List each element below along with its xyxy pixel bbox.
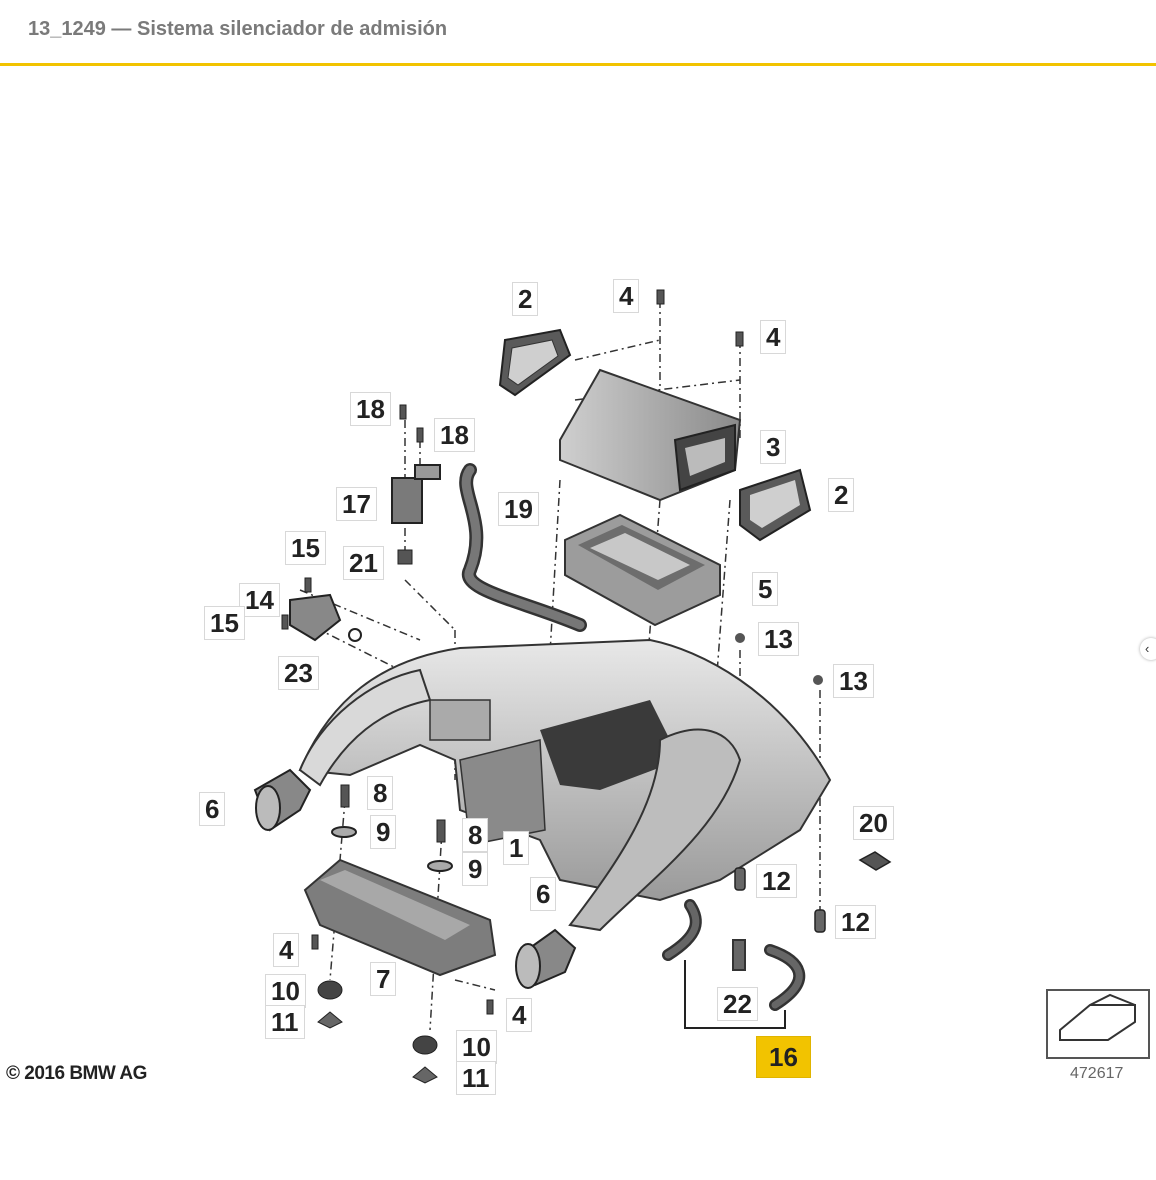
callout-label-7: 7	[370, 962, 397, 996]
callout-label-16: 16	[756, 1036, 811, 1078]
callout-label-8: 8	[462, 818, 489, 852]
callout-label-3: 3	[760, 430, 787, 464]
callout-label-4: 4	[613, 279, 640, 313]
callout-label-15: 15	[204, 606, 245, 640]
part-16-group-bracket	[684, 960, 786, 1029]
callout-label-13: 13	[833, 664, 874, 698]
callout-label-15: 15	[285, 531, 326, 565]
part-6-right-trumpet	[515, 928, 577, 989]
part-10-rubber-mounts	[317, 980, 438, 1055]
page-title: 13_1249 — Sistema silenciador de admisió…	[28, 18, 448, 40]
callout-label-22: 22	[717, 987, 758, 1021]
callout-label-1: 1	[503, 831, 530, 865]
callout-label-4: 4	[506, 998, 533, 1032]
callout-label-4: 4	[273, 933, 300, 967]
part-2-top-seal	[498, 328, 572, 397]
callout-label-4: 4	[760, 320, 787, 354]
part-6-left-trumpet	[253, 768, 312, 832]
callout-label-9: 9	[462, 852, 489, 886]
callout-label-8: 8	[367, 776, 394, 810]
callout-label-12: 12	[756, 864, 797, 898]
part-5-filter	[564, 513, 721, 627]
callout-label-12: 12	[835, 905, 876, 939]
callout-label-13: 13	[758, 622, 799, 656]
callout-label-20: 20	[853, 806, 894, 840]
part-21-grommet	[397, 549, 413, 565]
part-17-valve	[391, 464, 441, 524]
image-number: 472617	[1070, 1065, 1124, 1082]
part-11-nuts	[317, 1011, 438, 1084]
callout-label-21: 21	[343, 546, 384, 580]
part-20-clip	[858, 851, 892, 871]
part-8-bolts	[340, 784, 446, 843]
callout-label-19: 19	[498, 492, 539, 526]
part-16-hose-kit	[662, 899, 806, 1011]
part-13-grommets	[735, 633, 823, 685]
callout-label-10: 10	[265, 974, 306, 1008]
page-header: 13_1249 — Sistema silenciador de admisió…	[0, 0, 1156, 66]
callout-label-17: 17	[336, 487, 377, 521]
callout-label-23: 23	[278, 656, 319, 690]
part-14-actuator	[289, 593, 362, 642]
callout-label-9: 9	[370, 815, 397, 849]
callout-label-14: 14	[239, 583, 280, 617]
callout-label-18: 18	[434, 418, 475, 452]
callout-label-10: 10	[456, 1030, 497, 1064]
callout-label-18: 18	[350, 392, 391, 426]
part-9-washers	[331, 826, 453, 872]
part-1-air-box-housing	[298, 638, 832, 932]
small-screws	[281, 289, 744, 1015]
part-12-clips	[734, 867, 826, 933]
callout-label-5: 5	[752, 572, 779, 606]
part-7-bracket	[303, 858, 497, 977]
callout-label-11: 11	[456, 1061, 496, 1095]
collapse-panel-icon[interactable]: ‹	[1140, 638, 1156, 660]
callout-label-6: 6	[530, 877, 557, 911]
callout-label-6: 6	[199, 792, 226, 826]
part-2-side-seal	[739, 468, 812, 542]
orientation-icon	[1046, 989, 1150, 1059]
callout-label-2: 2	[512, 282, 539, 316]
callout-label-2: 2	[828, 478, 855, 512]
callout-label-11: 11	[265, 1005, 305, 1039]
copyright-text: © 2016 BMW AG	[6, 1063, 147, 1084]
part-19-hose	[459, 463, 587, 632]
part-3-cover	[559, 368, 742, 502]
